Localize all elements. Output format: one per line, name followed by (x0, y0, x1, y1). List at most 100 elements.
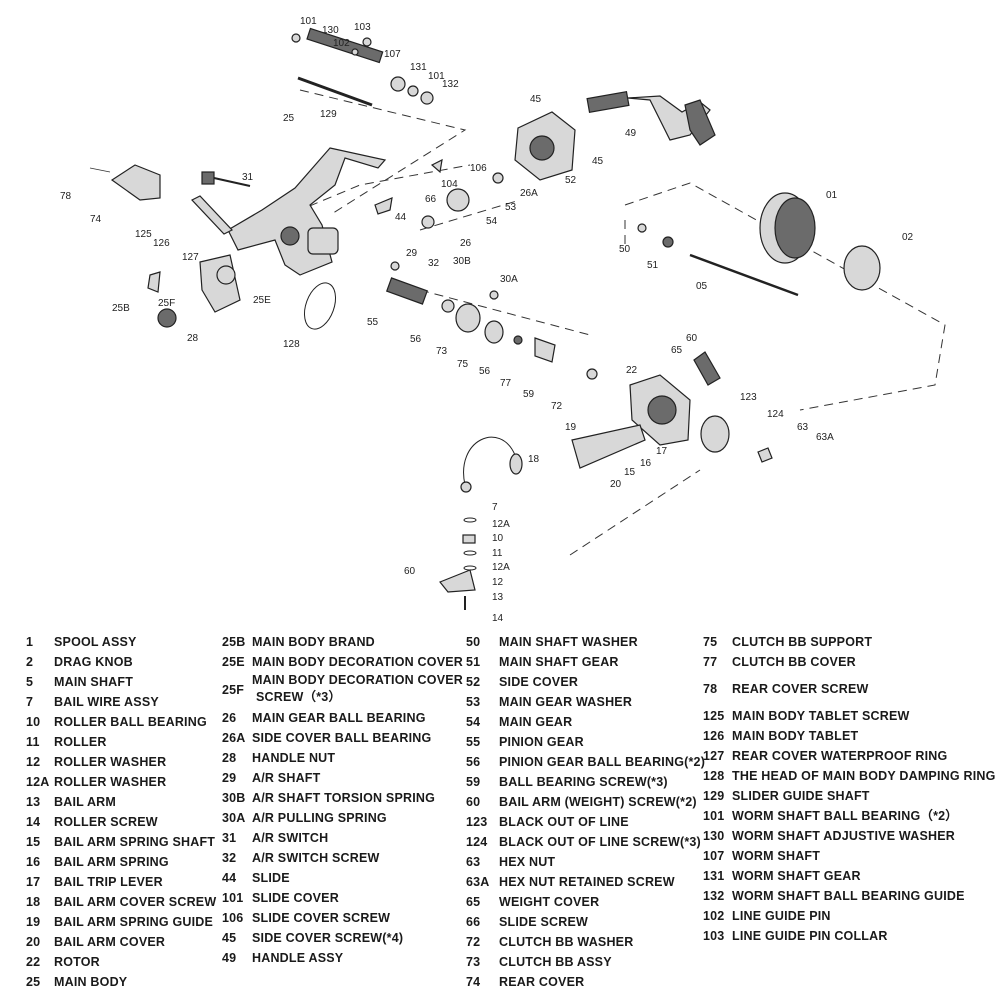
callout: 127 (182, 252, 199, 263)
part-number: 101 (222, 891, 244, 905)
part-number: 25B (222, 635, 246, 649)
part-description: A/R SHAFT (252, 771, 321, 785)
part-description: MAIN GEAR WASHER (499, 695, 633, 709)
callout: 25F (158, 298, 175, 309)
part-description: ROLLER SCREW (54, 815, 158, 829)
part-number: 25 (26, 975, 41, 989)
callout: 01 (826, 190, 838, 201)
part-description: MAIN BODY (54, 975, 128, 989)
callout: 25E (253, 295, 271, 306)
part-number: 78 (703, 682, 718, 696)
callout: 63A (816, 432, 834, 443)
part-description: WORM SHAFT ADJUSTIVE WASHER (732, 829, 955, 843)
part-number: 5 (26, 675, 34, 689)
exploded-parts-diagram: 101 130 103 102 107 131 101 132 129 25 4… (60, 16, 946, 624)
part-description: BAIL ARM (54, 795, 117, 809)
bail-group (439, 436, 523, 610)
part-number: 29 (222, 771, 237, 785)
callout: 54 (486, 216, 498, 227)
part-number: 63A (466, 875, 490, 889)
part-number: 13 (26, 795, 41, 809)
callout: 63 (797, 422, 809, 433)
part-description: ROTOR (54, 955, 100, 969)
callout: 14 (492, 613, 504, 624)
part-description: BAIL ARM (WEIGHT) SCREW(*2) (499, 795, 697, 809)
part-number: 30A (222, 811, 246, 825)
callout: 60 (404, 566, 416, 577)
part-number: 17 (26, 875, 41, 889)
part-number: 12 (26, 755, 41, 769)
callout: 13 (492, 592, 504, 603)
callout: 12A (492, 519, 510, 530)
callout: 129 (320, 109, 337, 120)
part-number: 66 (466, 915, 481, 929)
part-number: 10 (26, 715, 41, 729)
part-description: WEIGHT COVER (499, 895, 600, 909)
part-description: MAIN GEAR (499, 715, 573, 729)
callout: 101 (300, 16, 317, 27)
part-number: 74 (466, 975, 481, 989)
part-number: 19 (26, 915, 41, 929)
part-description: LINE GUIDE PIN (732, 909, 831, 923)
callout: 25B (112, 303, 130, 314)
part-description: MAIN BODY TABLET (732, 729, 859, 743)
part-number: 65 (466, 895, 481, 909)
callout: 18 (528, 454, 540, 465)
callout: 16 (640, 458, 652, 469)
part-number: 25E (222, 655, 245, 669)
part-description: BAIL ARM COVER SCREW (54, 895, 217, 909)
callout: 19 (565, 422, 577, 433)
callout: 28 (187, 333, 199, 344)
part-number: 73 (466, 955, 481, 969)
part-number: 50 (466, 635, 481, 649)
callout: 05 (696, 281, 708, 292)
part-description: A/R PULLING SPRING (252, 811, 387, 825)
part-description: MAIN SHAFT (54, 675, 134, 689)
callout: 56 (410, 334, 422, 345)
part-description: CLUTCH BB COVER (732, 655, 856, 669)
callout: 125 (135, 229, 152, 240)
part-description: SLIDE (252, 871, 290, 885)
pinion-gear-group (385, 277, 598, 380)
callout: 132 (442, 79, 459, 90)
part-number: 1 (26, 635, 34, 649)
part-description: REAR COVER SCREW (732, 682, 869, 696)
callout: 52 (565, 175, 577, 186)
callout: 101 (428, 71, 445, 82)
callout: 44 (395, 212, 407, 223)
part-description: CLUTCH BB SUPPORT (732, 635, 873, 649)
part-description: ROLLER BALL BEARING (54, 715, 207, 729)
part-description: WORM SHAFT BALL BEARING GUIDE (732, 889, 965, 903)
part-description: HEX NUT (499, 855, 556, 869)
callout: 55 (367, 317, 379, 328)
part-description: DRAG KNOB (54, 655, 133, 669)
callout: 126 (153, 238, 170, 249)
part-description: ROLLER (54, 735, 107, 749)
callout: 65 (671, 345, 683, 356)
callout: 7 (492, 502, 498, 513)
part-description: WORM SHAFT (732, 849, 821, 863)
part-description: MAIN BODY DECORATION COVER (252, 655, 463, 669)
part-number: 49 (222, 951, 237, 965)
part-number: 56 (466, 755, 481, 769)
part-number: 63 (466, 855, 481, 869)
part-number: 59 (466, 775, 481, 789)
part-description-cont: SCREW（*3） (256, 690, 342, 704)
callout: 107 (384, 49, 401, 60)
part-number: 12A (26, 775, 50, 789)
part-description: A/R SHAFT TORSION SPRING (252, 791, 436, 805)
callout: 31 (242, 172, 254, 183)
part-number: 106 (222, 911, 244, 925)
part-description: A/R SWITCH (252, 831, 329, 845)
part-description: PINION GEAR (499, 735, 584, 749)
part-description: ROLLER WASHER (54, 755, 167, 769)
part-number: 18 (26, 895, 41, 909)
callout: 02 (902, 232, 914, 243)
callout: 12 (492, 577, 504, 588)
part-description: SLIDE SCREW (499, 915, 589, 929)
part-number: 51 (466, 655, 481, 669)
part-description: MAIN BODY DECORATION COVER (252, 673, 463, 687)
part-number: 45 (222, 931, 237, 945)
callout: 74 (90, 214, 102, 225)
part-description: MAIN GEAR BALL BEARING (252, 711, 426, 725)
